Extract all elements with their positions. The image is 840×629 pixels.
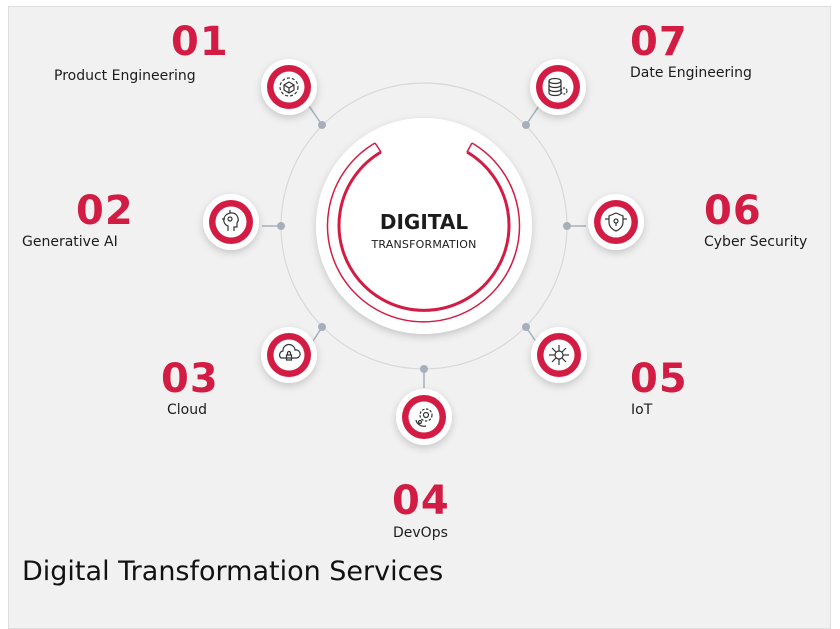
item-number-05: 05 xyxy=(630,356,688,402)
item-number-06: 06 xyxy=(704,188,762,234)
devops-gear-icon xyxy=(415,408,433,427)
item-circle-05 xyxy=(531,327,587,383)
database-gear-icon xyxy=(548,77,568,97)
item-circle-06 xyxy=(588,194,644,250)
item-circle-01 xyxy=(261,59,317,115)
item-number-01: 01 xyxy=(171,19,229,65)
center-disc xyxy=(316,118,532,334)
item-circle-04 xyxy=(396,389,452,445)
item-number-03: 03 xyxy=(161,356,219,402)
center-title: DIGITAL xyxy=(379,210,469,234)
item-label-product-engineering: Product Engineering xyxy=(54,68,196,84)
ai-head-icon xyxy=(222,210,239,231)
item-label-generative-ai: Generative AI xyxy=(22,234,118,250)
item-circle-03 xyxy=(261,327,317,383)
center-subtitle: TRANSFORMATION xyxy=(371,238,477,251)
item-label-cloud: Cloud xyxy=(167,402,207,418)
security-shield-icon xyxy=(605,212,627,232)
item-circle-02 xyxy=(203,194,259,250)
item-label-cyber-security: Cyber Security xyxy=(704,234,808,250)
item-label-iot: IoT xyxy=(631,402,653,418)
figure-caption: Digital Transformation Services xyxy=(22,556,444,587)
item-number-07: 07 xyxy=(630,19,688,65)
iot-network-icon xyxy=(549,345,569,365)
item-circle-07 xyxy=(530,59,586,115)
gear-cube-icon xyxy=(279,77,299,97)
item-label-devops: DevOps xyxy=(393,525,448,541)
item-number-02: 02 xyxy=(76,188,134,234)
item-label-date-engineering: Date Engineering xyxy=(630,65,752,81)
cloud-lock-icon xyxy=(279,343,301,361)
item-number-04: 04 xyxy=(392,478,450,524)
